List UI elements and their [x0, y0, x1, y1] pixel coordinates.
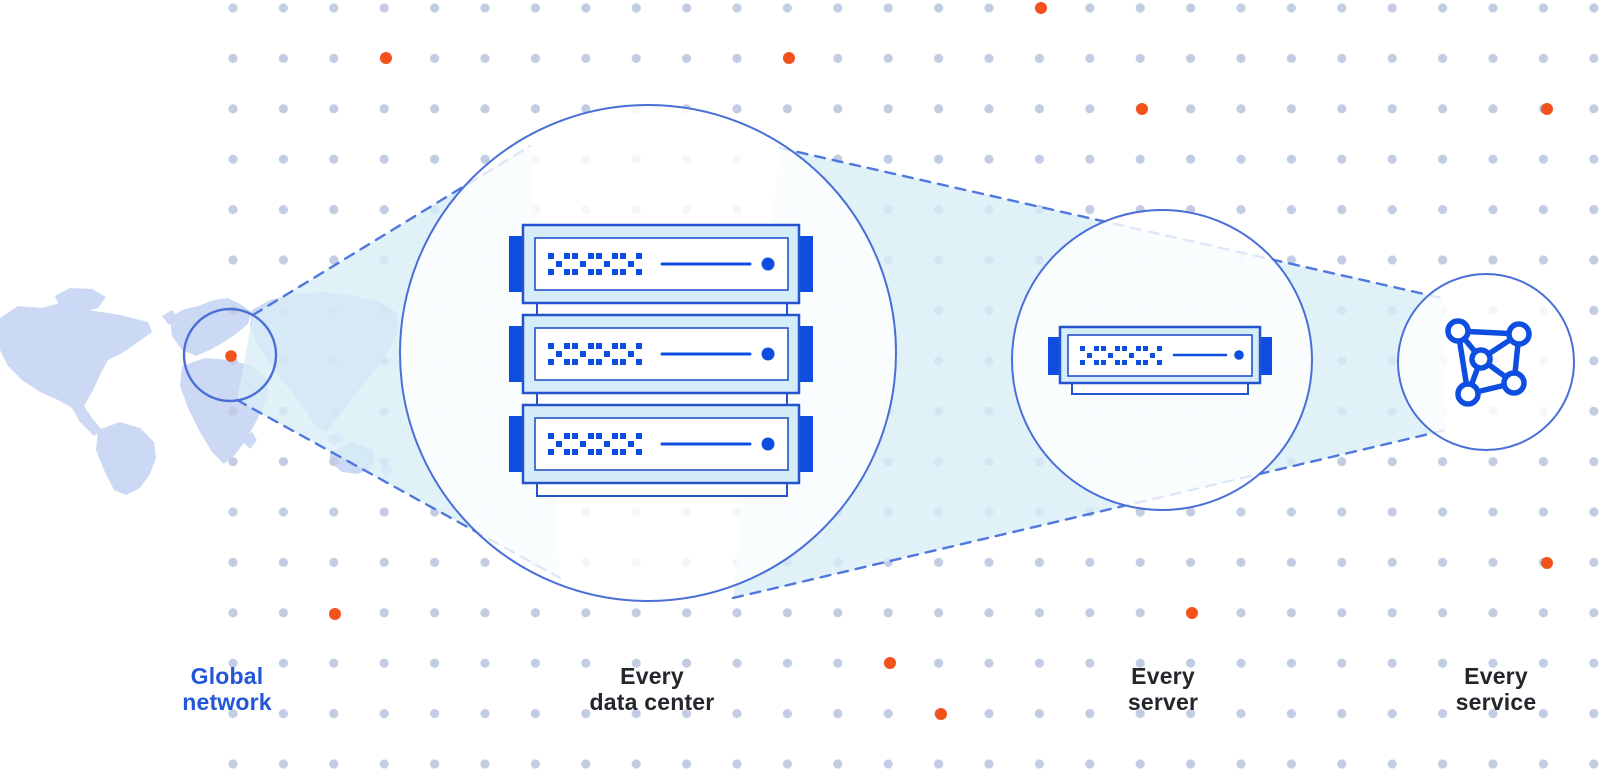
- label-every-service: Every service: [1455, 663, 1537, 715]
- server-unit-3: [509, 403, 813, 485]
- network-graph-icon: [1445, 318, 1532, 407]
- label-every-server: Every server: [1127, 663, 1199, 715]
- server-unit-1: [509, 223, 813, 305]
- map-location-dot: [225, 350, 237, 362]
- orange-accent-dots: [329, 2, 1553, 720]
- server-rack-icon: [509, 223, 813, 497]
- global-network-circle: [182, 307, 278, 403]
- label-every-data-center: Every data center: [589, 663, 715, 715]
- label-global-network: Global network: [182, 663, 272, 715]
- server-unit-icon: [1048, 325, 1272, 395]
- server-unit-2: [509, 313, 813, 395]
